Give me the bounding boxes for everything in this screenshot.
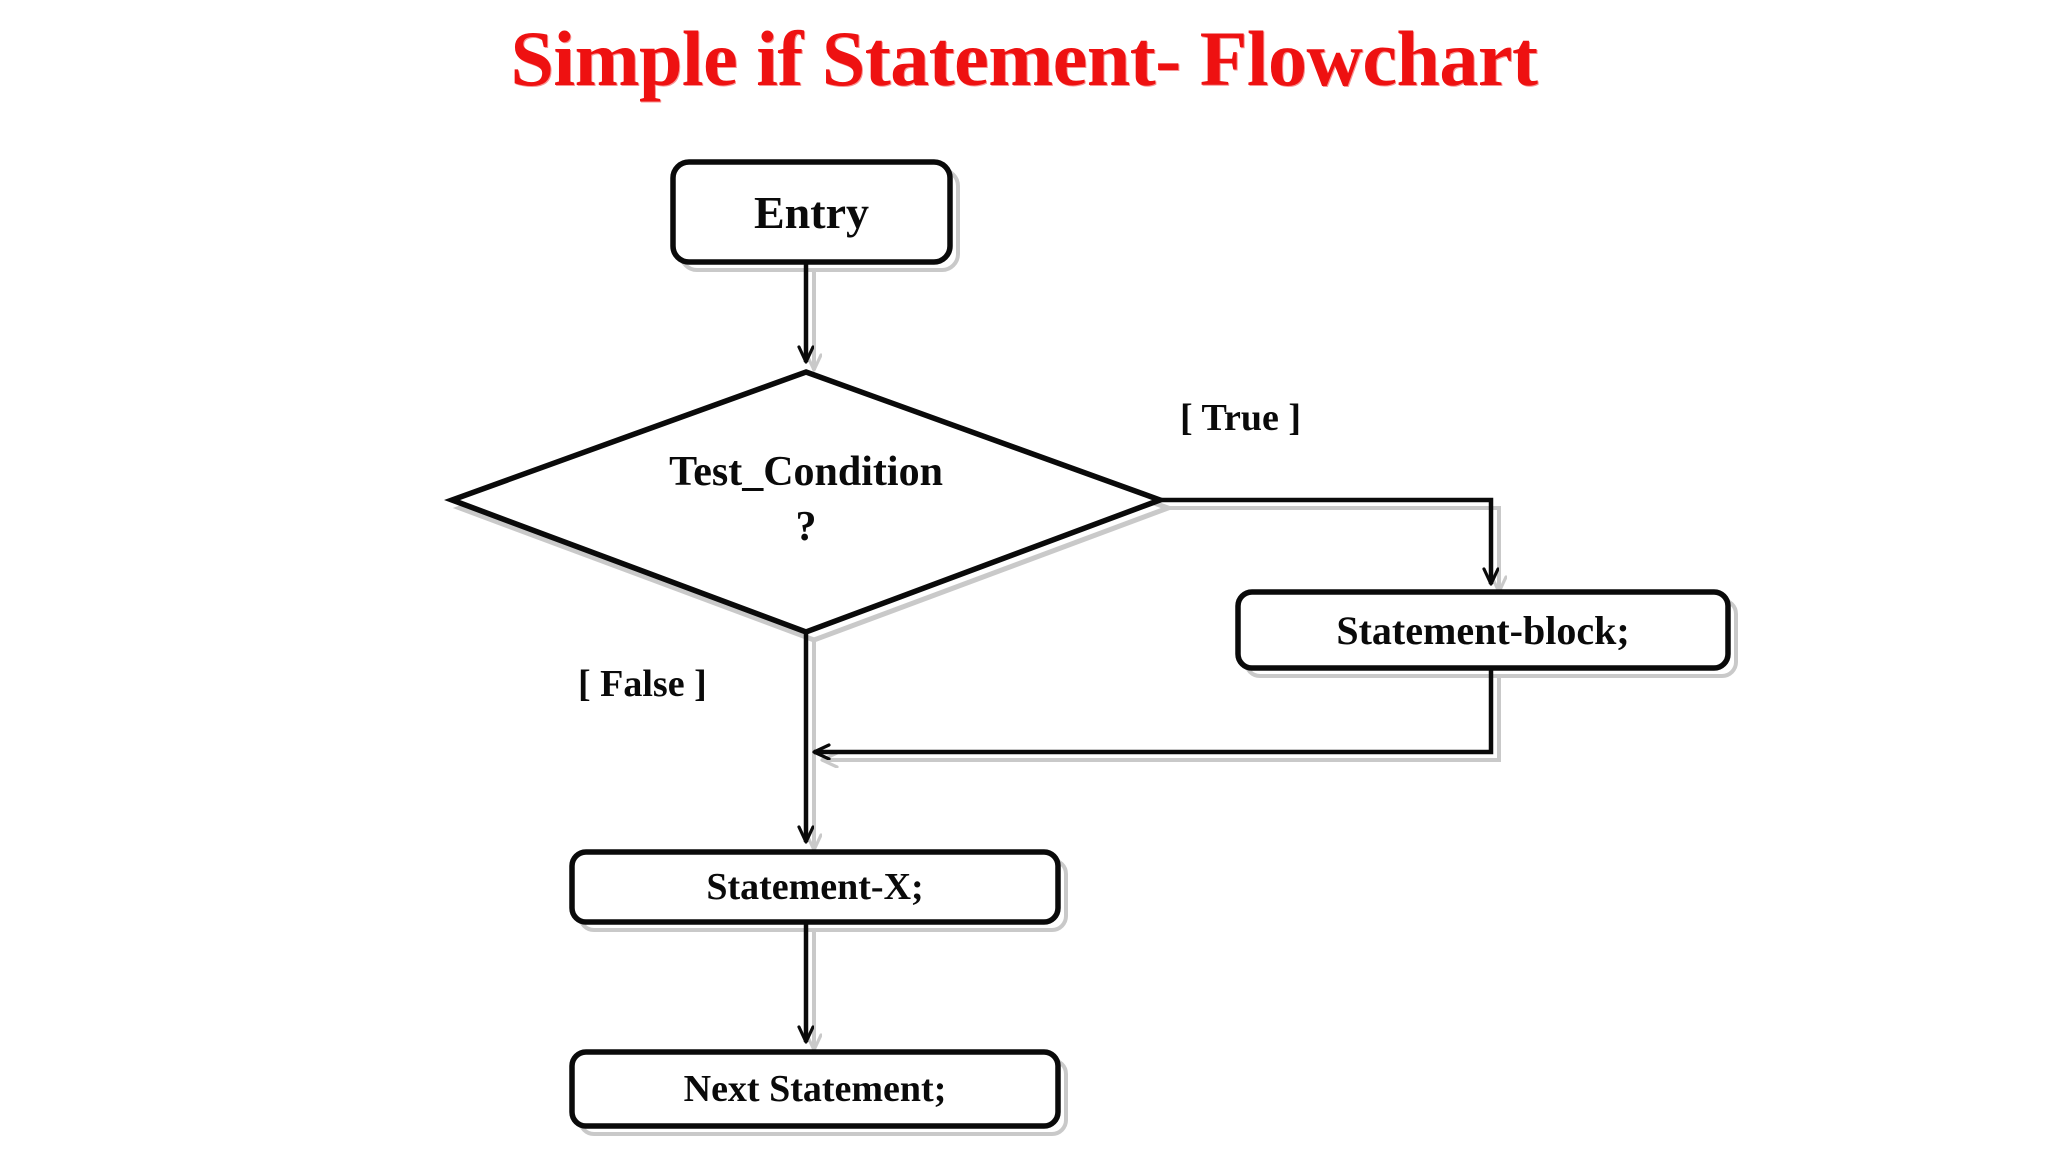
node-next-statement[interactable] [572, 1052, 1058, 1126]
node-statement-x[interactable] [572, 852, 1058, 922]
node-next-statement-shape[interactable] [569, 1049, 1061, 1129]
node-statement-block-shape[interactable] [1235, 589, 1731, 671]
page-title: Simple if Statement- Flowchart [510, 15, 1538, 102]
node-test-condition-shape[interactable] [444, 369, 1168, 635]
edge-test-true-to-block [1160, 497, 1491, 584]
node-entry[interactable] [673, 162, 950, 262]
connector-layer [806, 262, 1491, 1042]
node-statement-x-shape[interactable] [569, 849, 1061, 925]
node-statement-block[interactable] [1238, 592, 1728, 668]
node-layer [444, 159, 1731, 1129]
node-test-condition[interactable] [556, 400, 1056, 600]
edge-block-to-merge [814, 668, 1494, 752]
node-entry-shape[interactable] [670, 159, 953, 265]
